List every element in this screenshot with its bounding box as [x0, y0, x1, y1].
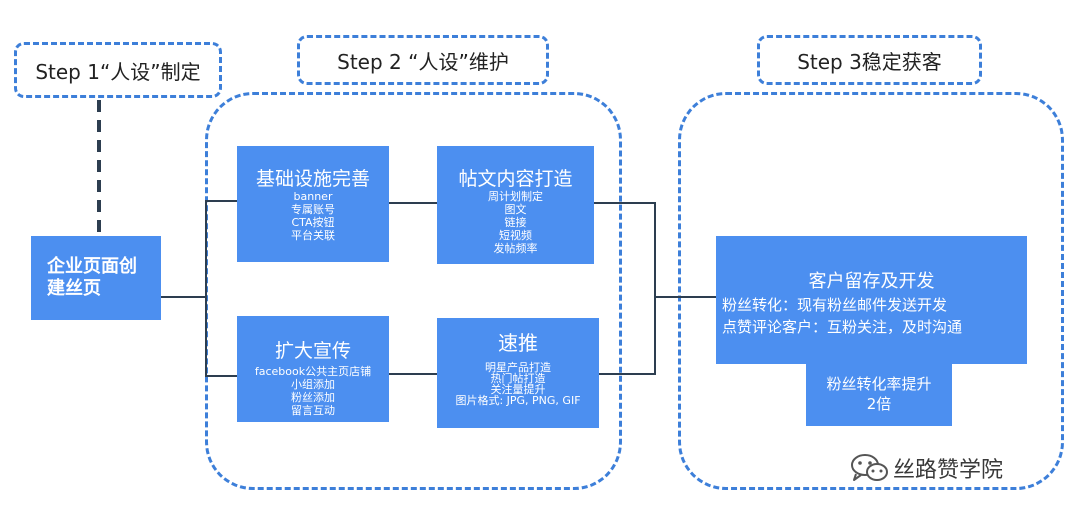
boost-title: 速推 — [498, 331, 538, 355]
connector-start-h — [160, 296, 206, 298]
boost-item: 关注量提升 — [490, 383, 546, 396]
infra-item: 平台关联 — [291, 229, 335, 242]
promo-item: facebook公共主页店铺 — [254, 365, 372, 378]
start-box-title: 企业页面创建丝页 — [47, 256, 137, 299]
connector-boost-out — [598, 373, 655, 375]
promo-item: 小组添加 — [291, 378, 335, 391]
boost-item: 图片格式: JPG, PNG, GIF — [455, 394, 581, 407]
boost-item: 明星产品打造 — [485, 361, 551, 374]
rate-line: 2倍 — [866, 395, 892, 413]
content-item: 周计划制定 — [488, 190, 543, 203]
step1-connector — [97, 100, 101, 236]
wechat-icon — [851, 454, 888, 481]
retention-item: 点赞评论客户：互粉关注，及时沟通 — [722, 318, 963, 336]
promo-title: 扩大宣传 — [274, 340, 351, 362]
infra-item: banner — [293, 190, 333, 203]
content-title: 帖文内容打造 — [458, 168, 573, 190]
content-box: 帖文内容打造 周计划制定 图文 链接 短视频 发帖频率 — [437, 146, 594, 264]
infra-title: 基础设施完善 — [255, 168, 370, 190]
retention-title: 客户留存及开发 — [808, 271, 935, 292]
rate-box: 粉丝转化率提升 2倍 — [806, 362, 952, 426]
content-item: 链接 — [504, 216, 527, 229]
boost-box: 速推 明星产品打造 热门帖打造 关注量提升 图片格式: JPG, PNG, GI… — [437, 318, 599, 428]
step1-label: Step 1“人设”制定 — [14, 42, 222, 98]
retention-box: 客户留存及开发 粉丝转化：现有粉丝邮件发送开发 点赞评论客户：互粉关注，及时沟通 — [716, 236, 1027, 364]
content-item: 图文 — [504, 203, 527, 216]
connector-infra-in — [205, 200, 237, 202]
infra-item: CTA按钮 — [291, 216, 335, 229]
promo-box: 扩大宣传 facebook公共主页店铺 小组添加 粉丝添加 留言互动 — [237, 316, 389, 422]
step2-label: Step 2 “人设”维护 — [297, 35, 549, 85]
connector-retention-in — [654, 296, 716, 298]
step3-group — [678, 92, 1064, 490]
infra-box: 基础设施完善 banner 专属账号 CTA按钮 平台关联 — [237, 146, 389, 262]
connector-content-out — [593, 202, 655, 204]
promo-item: 粉丝添加 — [291, 391, 335, 404]
connector-promo-boost — [388, 373, 437, 375]
connector-infra-content — [388, 202, 437, 204]
infra-item: 专属账号 — [291, 203, 335, 216]
boost-item: 热门帖打造 — [490, 372, 546, 385]
promo-item: 留言互动 — [291, 404, 335, 417]
connector-left-v — [205, 200, 207, 376]
watermark-text: 丝路赞学院 — [893, 458, 1004, 483]
connector-promo-in — [205, 375, 237, 377]
content-item: 短视频 — [499, 229, 532, 242]
step3-label: Step 3稳定获客 — [757, 35, 982, 85]
retention-item: 粉丝转化：现有粉丝邮件发送开发 — [722, 296, 948, 314]
connector-right-v — [654, 202, 656, 375]
content-item: 发帖频率 — [493, 242, 538, 255]
rate-line: 粉丝转化率提升 — [826, 375, 932, 393]
start-box: 企业页面创建丝页 — [31, 236, 161, 320]
